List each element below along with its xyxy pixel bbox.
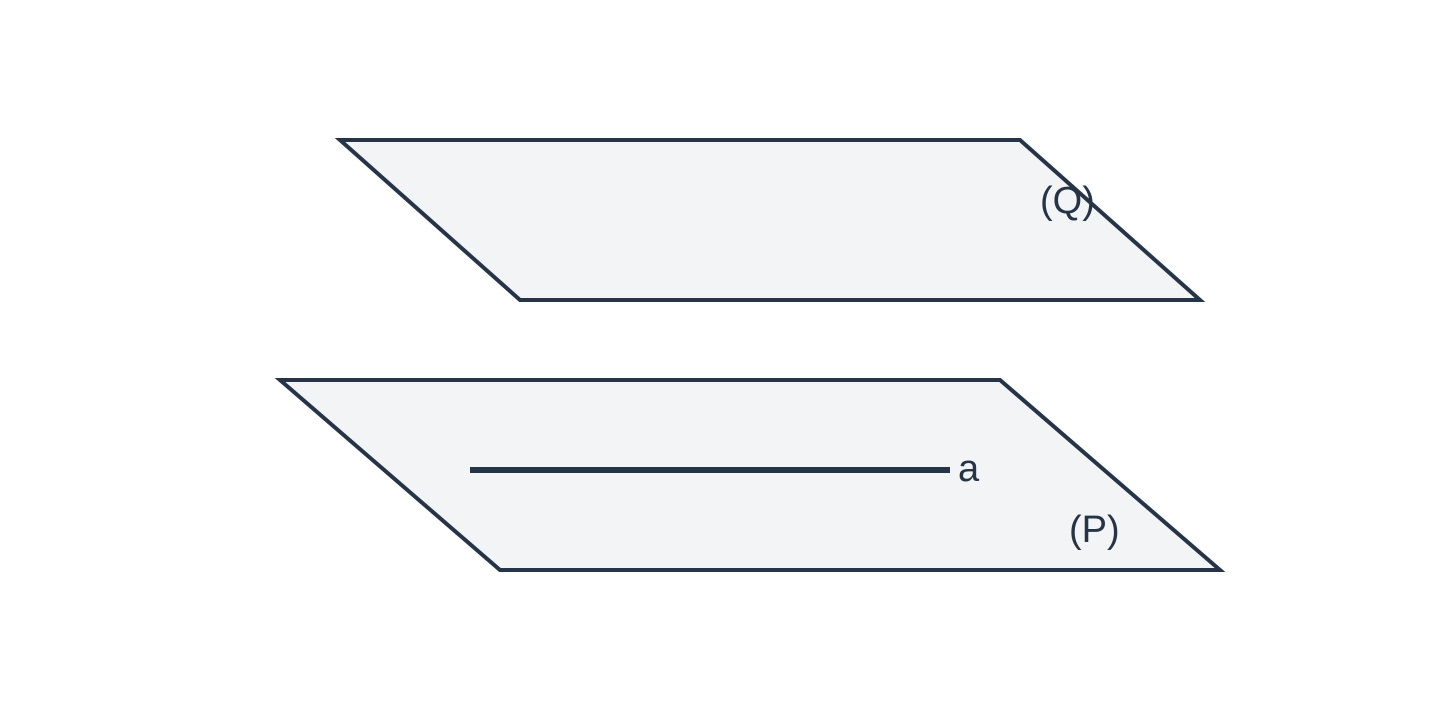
plane-p: (P) bbox=[274, 378, 1226, 572]
plane-p-shape bbox=[274, 378, 1226, 572]
line-a-label: a bbox=[958, 448, 980, 490]
plane-p-label: (P) bbox=[1069, 509, 1120, 551]
plane-q-label: (Q) bbox=[1040, 180, 1095, 222]
line-a: a bbox=[470, 448, 980, 490]
plane-q: (Q) bbox=[334, 138, 1206, 302]
plane-q-shape bbox=[334, 138, 1206, 302]
